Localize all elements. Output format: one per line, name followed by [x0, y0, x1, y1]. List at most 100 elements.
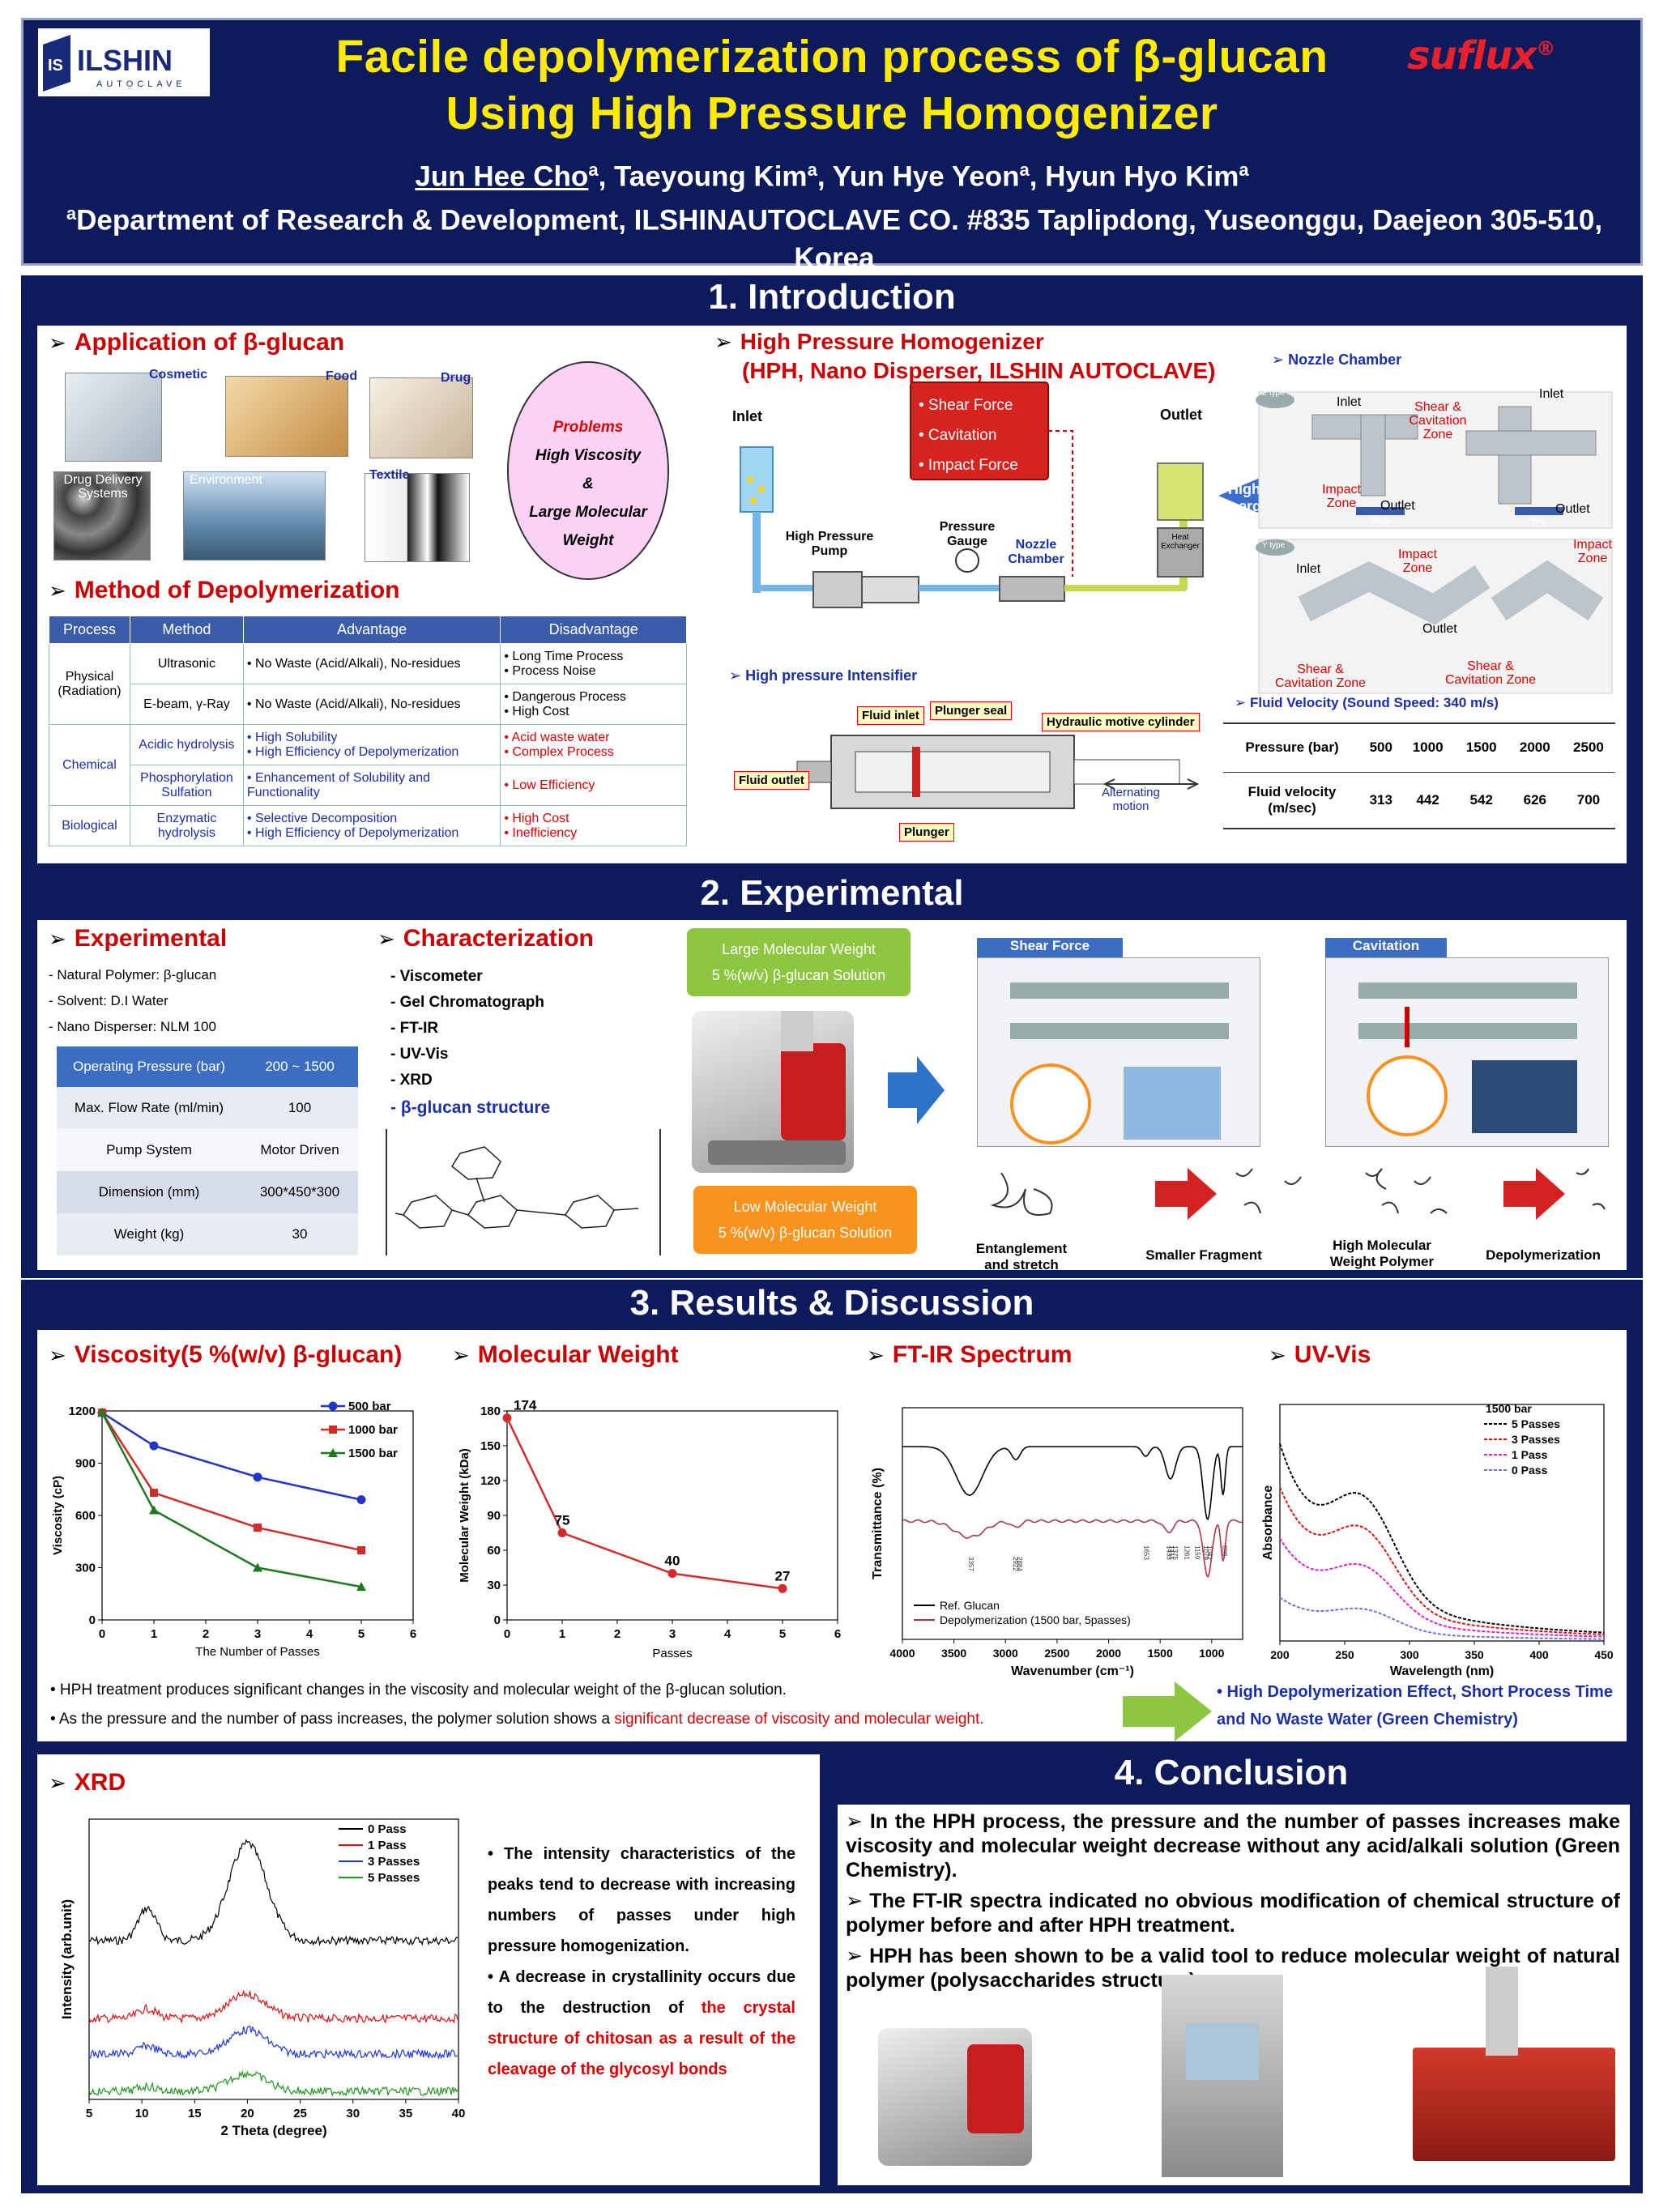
- ztype-label: Z type: [1262, 389, 1285, 398]
- impact-zone-2: Impact Zone: [1397, 548, 1437, 575]
- nozzle-inlet-2: Inlet: [1539, 387, 1564, 401]
- peak-label: 1375: [1171, 1545, 1179, 1560]
- peak-label: 1079: [1202, 1545, 1209, 1560]
- x-axis-label: Wavenumber (cm⁻¹): [1011, 1664, 1134, 1678]
- data-point: [253, 1473, 262, 1482]
- nozzle-inlet-1: Inlet: [1337, 395, 1362, 409]
- data-point: [150, 1489, 158, 1498]
- hph-heading-sub: (HPH, Nano Disperser, ILSHIN AUTOCLAVE): [742, 358, 1216, 383]
- y-tick-label: 0: [89, 1613, 96, 1627]
- experimental-title: 2. Experimental: [700, 873, 964, 913]
- plunger-seal-label: Plunger seal: [930, 701, 1013, 720]
- x-axis-label: 2 Theta (degree): [220, 2123, 326, 2138]
- y-tick-label: 60: [487, 1544, 501, 1558]
- high-mw-polymer-label: High Molecular Weight Polymer: [1329, 1238, 1435, 1269]
- peak-label: 1653: [1143, 1545, 1150, 1560]
- hph-diagram: Inlet Outlet • Shear Force• Cavitation• …: [716, 381, 1283, 674]
- problems-ellipse: Problems High Viscosity & Large Molecula…: [507, 361, 669, 580]
- data-point: [778, 1583, 787, 1593]
- data-point: [356, 1495, 366, 1505]
- nozzle-outlet-1: Outlet: [1380, 499, 1415, 513]
- nozzle-label: Nozzle Chamber: [1008, 538, 1064, 566]
- impact-zone-1: Impact Zone: [1321, 483, 1361, 510]
- x-tick-label: 3000: [993, 1647, 1018, 1660]
- x-tick-label: 2: [614, 1627, 621, 1641]
- conclusion-title: 4. Conclusion: [1114, 1753, 1349, 1792]
- x-tick-label: 4: [724, 1627, 731, 1641]
- x-tick-label: 30: [346, 2107, 360, 2120]
- data-label: 174: [514, 1398, 537, 1413]
- glucan-structure: [386, 1129, 661, 1255]
- x-axis-label: The Number of Passes: [195, 1645, 319, 1659]
- authors: Jun Hee Choa, Taeyoung Kima, Yun Hye Yeo…: [415, 160, 1249, 193]
- multi-label: Multi: [1531, 517, 1547, 525]
- legend-label: 5 Passes: [1512, 1417, 1560, 1430]
- x-tick-label: 400: [1529, 1648, 1549, 1661]
- forces-box: • Shear Force• Cavitation• Impact Force: [919, 397, 1018, 474]
- x-tick-label: 1: [151, 1627, 157, 1641]
- polymer-fragment-figure: [977, 1157, 1609, 1238]
- peak-label: 1261: [1183, 1545, 1191, 1560]
- nozzle-diagrams: Z type Y type Inlet Inlet Inlet Shear & …: [1256, 382, 1617, 731]
- uv-heading: ➢UV-Vis: [1269, 1341, 1371, 1368]
- x-tick-label: 40: [452, 2107, 466, 2120]
- nozzle-outlet-2: Outlet: [1555, 502, 1590, 516]
- peak-label: 898: [1221, 1545, 1228, 1557]
- series-line: [88, 2069, 458, 2097]
- conclusion-panel: ➢ In the HPH process, the pressure and t…: [838, 1805, 1630, 2185]
- x-tick-label: 2500: [1044, 1647, 1069, 1660]
- nozzle-inlet-3: Inlet: [1296, 562, 1321, 576]
- intensifier-diagram: Fluid inlet Plunger seal Hydraulic motiv…: [734, 695, 1220, 857]
- series-line: [902, 1446, 1243, 1520]
- x-tick-label: 6: [410, 1627, 416, 1641]
- data-point: [97, 1408, 107, 1417]
- introduction-panel: ➢Application of β-glucan Cosmetic Food D…: [37, 326, 1627, 863]
- nano-disperser-photo: [692, 1011, 854, 1173]
- data-label: 40: [665, 1554, 680, 1569]
- cosmetic-photo: [65, 373, 162, 462]
- y-axis-label: Molecular Weight (kDa): [458, 1448, 471, 1583]
- textile-label: Textile: [369, 468, 410, 482]
- legend-title: 1500 bar: [1486, 1402, 1532, 1415]
- green-arrow-icon: [1123, 1681, 1212, 1741]
- poster-header: IS ILSHIN AUTOCLAVE Facile depolymerizat…: [21, 18, 1643, 274]
- alternating-label: Alternating motion: [1102, 786, 1160, 813]
- experimental-section: 2. Experimental ➢Experimental - Natural …: [21, 870, 1643, 1278]
- nozzle-chamber-heading: ➢ Nozzle Chamber: [1272, 352, 1402, 368]
- results-section: 3. Results & Discussion ➢Viscosity(5 %(w…: [21, 1280, 1643, 2193]
- peak-label: 2884: [1016, 1557, 1023, 1571]
- x-tick-label: 5: [779, 1627, 786, 1641]
- series-line: [89, 2025, 458, 2060]
- xrd-heading: ➢XRD: [49, 1769, 126, 1796]
- plunger-label: Plunger: [899, 823, 954, 842]
- y-tick-label: 120: [480, 1474, 501, 1488]
- x-tick-label: 300: [1400, 1648, 1419, 1661]
- viscosity-heading: ➢Viscosity(5 %(w/v) β-glucan): [49, 1341, 403, 1368]
- dds-label: Drug Delivery Systems: [63, 473, 143, 501]
- results-title: 3. Results & Discussion: [629, 1283, 1034, 1323]
- cavitation-tag: Cavitation: [1325, 938, 1447, 957]
- data-point: [357, 1546, 365, 1554]
- environment-photo: [183, 471, 326, 560]
- experimental-heading: ➢Experimental: [49, 925, 228, 952]
- legend-label: 3 Passes: [368, 1855, 420, 1869]
- depolymerization-label: Depolymerization: [1486, 1247, 1601, 1263]
- data-point: [254, 1524, 262, 1532]
- x-tick-label: 10: [135, 2107, 149, 2120]
- characterization-list: - Viscometer- Gel Chromatograph- FT-IR- …: [390, 968, 545, 1089]
- nano-disperser-device-photo: [878, 2028, 1032, 2166]
- plot-frame: [902, 1407, 1243, 1640]
- data-point: [329, 1426, 337, 1434]
- nozzle-outlet-3: Outlet: [1422, 622, 1457, 636]
- poster-title-line1: Facile depolymerization process of β-glu…: [335, 31, 1328, 83]
- x-tick-label: 3: [669, 1627, 676, 1641]
- legend-label: 1 Pass: [368, 1839, 407, 1852]
- logo-left-text: ILSHIN: [77, 44, 173, 77]
- ftir-heading: ➢FT-IR Spectrum: [867, 1341, 1073, 1368]
- series-line: [88, 1839, 458, 1946]
- drug-photo: [369, 377, 473, 458]
- x-tick-label: 3500: [941, 1647, 966, 1660]
- x-tick-label: 4000: [889, 1647, 915, 1660]
